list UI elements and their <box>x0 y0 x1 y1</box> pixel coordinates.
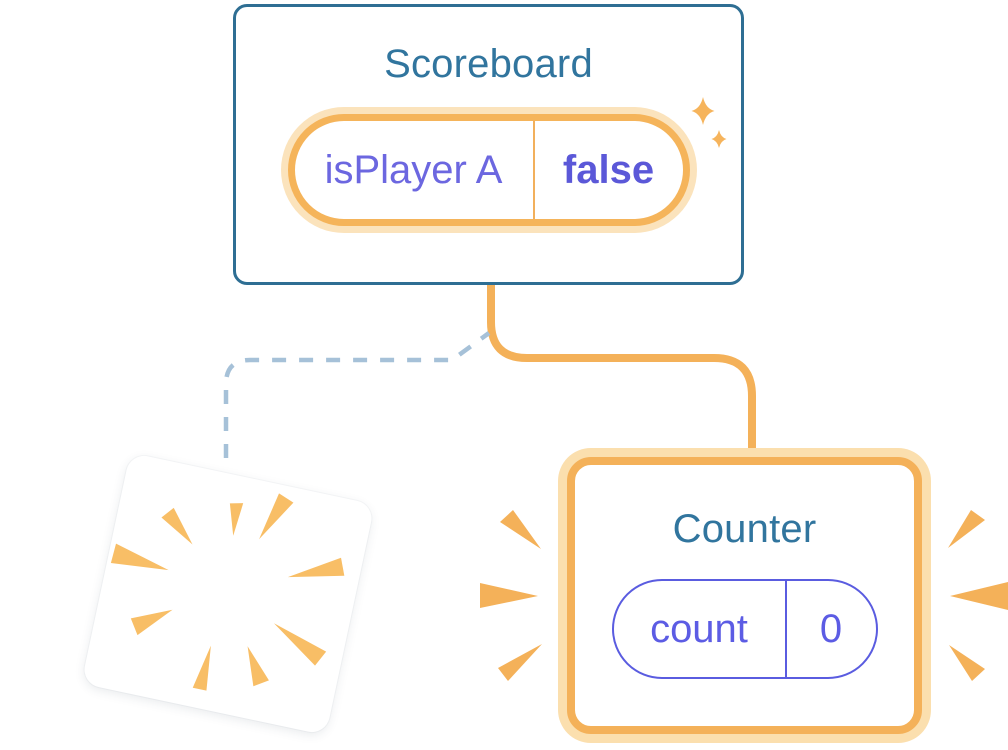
count-value: 0 <box>819 606 843 651</box>
scoreboard-state-pill: isPlayer A false <box>287 114 690 226</box>
emphasis-rays-left-icon <box>480 510 542 681</box>
scoreboard-card: Scoreboard isPlayer A false <box>233 4 744 285</box>
counter-card: Counter count 0 <box>567 457 922 734</box>
count-label: count <box>614 581 787 677</box>
connector-active-icon <box>487 284 756 453</box>
sparkles-icon <box>691 97 727 148</box>
connector-removed-icon <box>223 331 491 458</box>
state-value: false <box>562 147 655 192</box>
destroyed-component-card <box>81 452 375 736</box>
burst-icon <box>110 493 345 691</box>
counter-title: Counter <box>672 507 817 551</box>
counter-state-pill: count 0 <box>611 579 878 679</box>
emphasis-rays-right-icon <box>948 510 1008 681</box>
scoreboard-title: Scoreboard <box>384 42 593 86</box>
state-label: isPlayer A <box>295 121 535 219</box>
